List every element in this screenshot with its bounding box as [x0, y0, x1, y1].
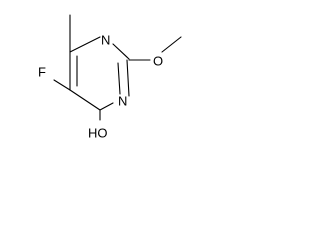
- atom-label-o-methoxy: O: [153, 53, 163, 68]
- bond-n1-c2: [112, 43, 130, 60]
- bond-c2-n3-double: [117, 62, 121, 95]
- atom-label-n3: N: [118, 93, 127, 108]
- bond-c6-n1: [69, 36, 101, 53]
- bond-c4-c5: [69, 89, 101, 111]
- atom-label-n1: N: [101, 32, 110, 47]
- bond-c2-n3: [126, 59, 130, 97]
- bond-n3-c4: [99, 102, 114, 111]
- pyrimidine-structure: N O N F HO: [0, 0, 190, 150]
- atom-label-f: F: [38, 64, 46, 79]
- atom-label-ho: HO: [88, 125, 108, 140]
- bond-o-methyl: [161, 36, 182, 53]
- background: [0, 0, 190, 150]
- bond-c5-f: [53, 79, 71, 91]
